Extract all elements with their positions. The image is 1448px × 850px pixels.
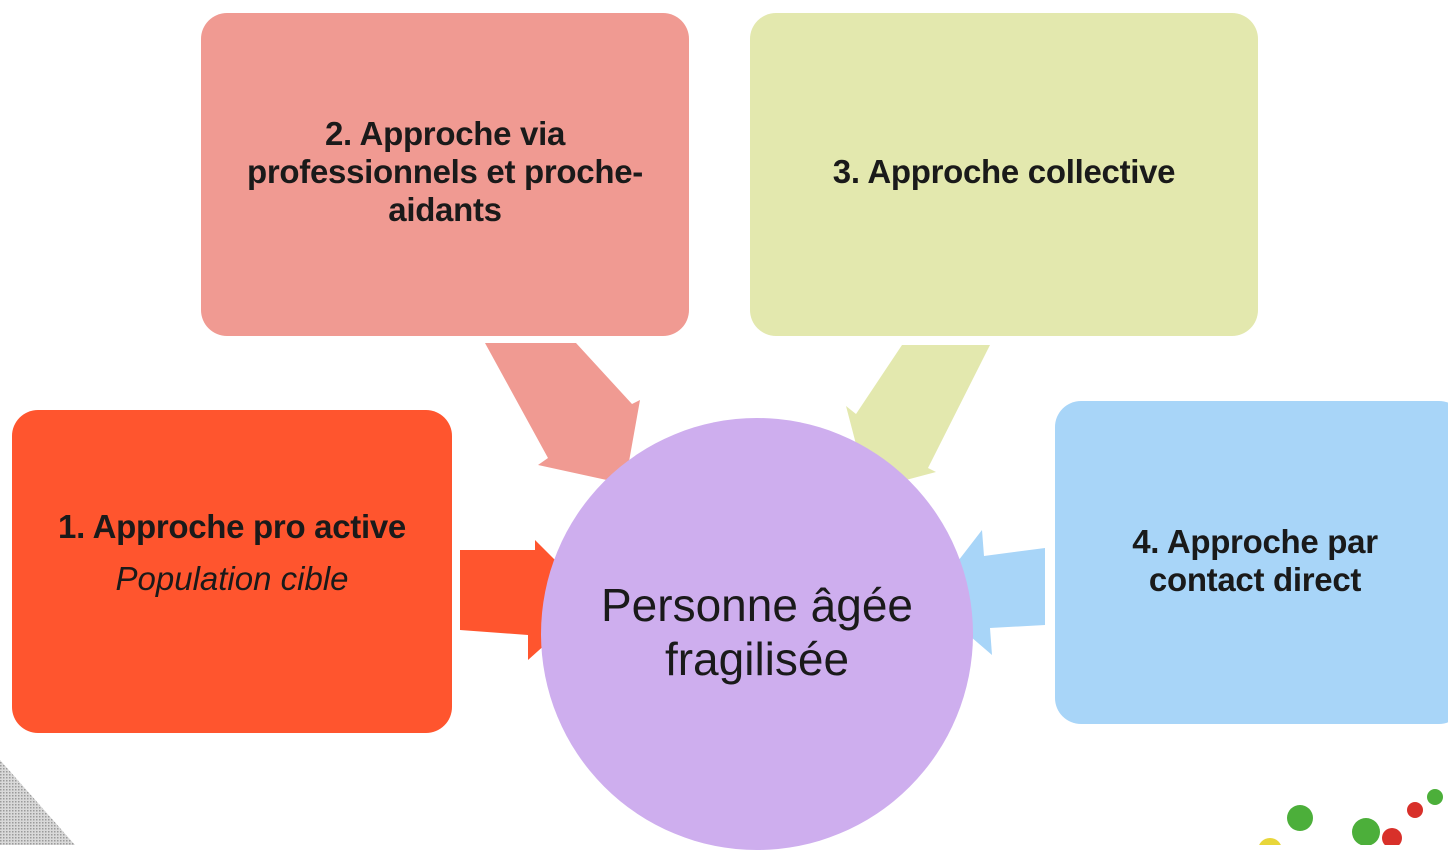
logo-dot-green-1 bbox=[1287, 805, 1313, 831]
center-label: Personne âgée fragilisée bbox=[600, 579, 914, 685]
arrow-from-box-3 bbox=[846, 345, 990, 490]
approach-3-title: 3. Approche collective bbox=[832, 153, 1176, 190]
logo-dot-red-2 bbox=[1407, 802, 1423, 818]
approach-box-1: 1. Approche pro active Population cible bbox=[12, 410, 452, 733]
approach-box-2: 2. Approche via professionnels et proche… bbox=[201, 13, 689, 336]
approach-2-title: 2. Approche via professionnels et proche… bbox=[247, 115, 643, 228]
corner-hatch-shape bbox=[0, 760, 75, 845]
approach-4-title: 4. Approche par contact direct bbox=[1132, 523, 1378, 598]
arrow-from-box-2 bbox=[485, 343, 640, 484]
approach-1-subtitle: Population cible bbox=[115, 559, 349, 597]
logo-mark bbox=[1259, 789, 1443, 845]
center-circle: Personne âgée fragilisée bbox=[541, 418, 973, 850]
approach-1-title: 1. Approche pro active bbox=[58, 507, 406, 545]
logo-dot-yellow bbox=[1259, 838, 1281, 845]
approach-box-3: 3. Approche collective bbox=[750, 13, 1258, 336]
logo-dot-green-3 bbox=[1427, 789, 1443, 805]
approach-box-4: 4. Approche par contact direct bbox=[1055, 401, 1448, 724]
logo-dot-red-1 bbox=[1382, 828, 1402, 845]
logo-dot-green-2 bbox=[1352, 818, 1380, 845]
